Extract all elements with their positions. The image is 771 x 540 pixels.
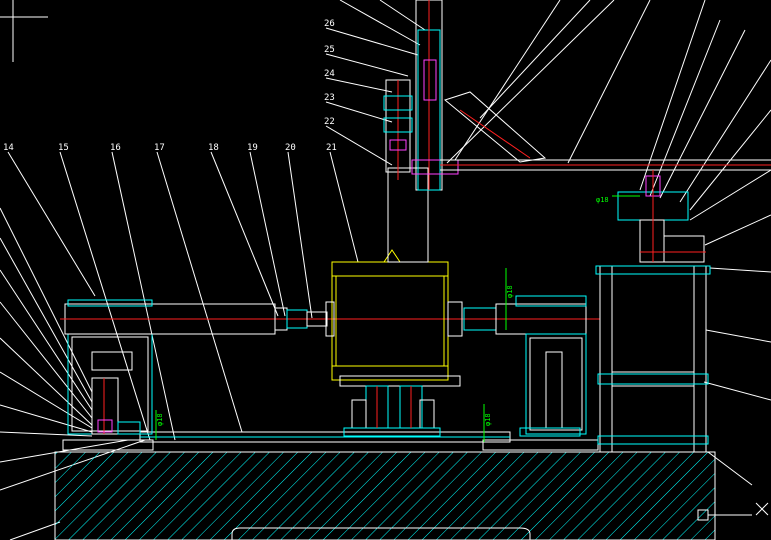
dimension-right: φ18 bbox=[484, 413, 492, 426]
part-label-17: 17 bbox=[154, 143, 165, 153]
part-labels: 14 15 16 17 18 19 20 21 22 23 24 25 26 bbox=[3, 19, 337, 153]
part-label-18: 18 bbox=[208, 143, 219, 153]
dimension-center: φ18 bbox=[506, 285, 514, 298]
part-label-15: 15 bbox=[58, 143, 69, 153]
right-frame bbox=[595, 170, 711, 453]
right-support bbox=[463, 295, 587, 437]
part-label-19: 19 bbox=[247, 143, 258, 153]
left-support bbox=[67, 333, 153, 435]
dimension-top: φ18 bbox=[596, 196, 609, 204]
machine-base bbox=[54, 451, 769, 540]
ucs-icon bbox=[0, 0, 48, 62]
part-label-25: 25 bbox=[324, 45, 335, 55]
vertical-column bbox=[383, 0, 459, 263]
part-label-21: 21 bbox=[326, 143, 337, 153]
guide-rail bbox=[62, 431, 599, 451]
center-housing bbox=[325, 249, 463, 381]
part-label-20: 20 bbox=[285, 143, 296, 153]
part-label-14: 14 bbox=[3, 143, 14, 153]
dimension-annotations: φ18 φ18 φ18 φ18 bbox=[155, 195, 640, 442]
dimension-left: φ18 bbox=[156, 413, 164, 426]
part-label-24: 24 bbox=[324, 69, 335, 79]
center-stand bbox=[339, 375, 461, 437]
part-label-23: 23 bbox=[324, 93, 335, 103]
part-label-22: 22 bbox=[324, 117, 335, 127]
left-shaft bbox=[60, 299, 600, 335]
top-arm bbox=[440, 91, 771, 171]
part-label-16: 16 bbox=[110, 143, 121, 153]
part-label-26: 26 bbox=[324, 19, 335, 29]
